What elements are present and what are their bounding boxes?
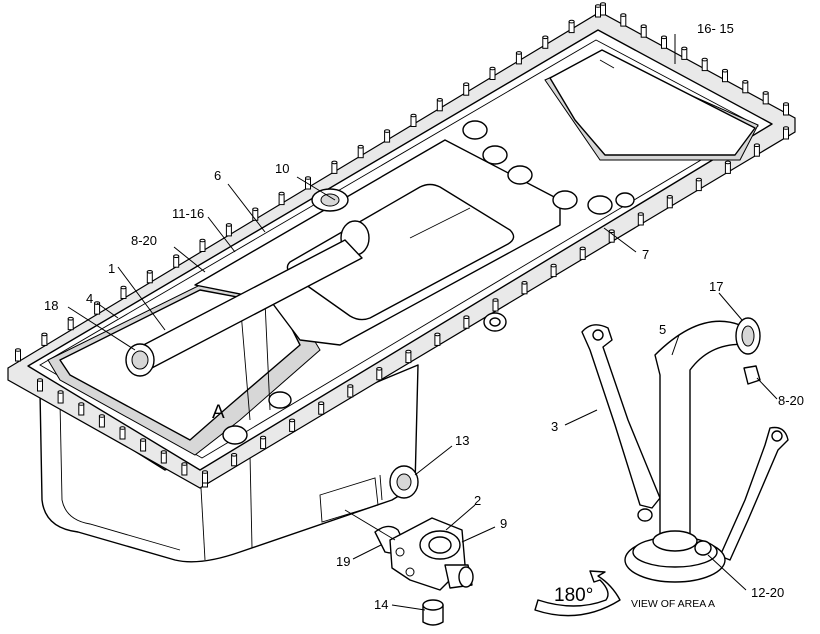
flange-stud-top [637,212,644,216]
callout-18: 18 [44,298,58,313]
flange-stud-top [347,384,354,388]
flange-stud-top [463,315,470,320]
flange-stud-top [701,57,708,62]
flange-stud-top [181,462,188,466]
callout-16: 16- 15 [697,21,734,36]
flange-stud-top [67,316,74,321]
flange-stud-top [568,19,575,24]
flange-stud-top [661,35,667,40]
flange-stud-top [278,191,285,196]
flange-stud-top [550,263,557,268]
flange-stud-top [78,402,85,406]
flange-studs [15,2,789,488]
flange-stud-top [783,102,789,106]
callout-8-lower: 8-20 [778,393,804,408]
callout-3: 3 [551,419,558,434]
callout-11: 11-16 [172,206,204,221]
flange-stud-top [666,195,673,199]
leader-lines [67,34,778,611]
flange-stud-top [595,4,601,8]
flange-stud-top [41,332,48,337]
oil-port [311,188,349,212]
flange-stud-top [252,207,259,212]
flange-stud-top [289,418,296,423]
flange-stud-top [376,367,383,371]
oil-pan-assembly [7,2,796,563]
drain-plug [389,465,419,499]
flange-stud-top [722,68,728,73]
rotation-arrow [534,570,621,617]
flange-stud-top [357,144,364,149]
flange-stud-top [695,177,702,182]
flange-stud-top [681,46,688,51]
callout-8-upper: 8-20 [131,233,157,248]
flange-stud-top [608,229,615,233]
callout-7: 7 [642,247,649,262]
flange-stud-top [515,51,522,55]
flange-stud-top [783,126,789,130]
support-bracket [581,324,789,561]
callout-17: 17 [709,279,723,294]
area-a-marker: A [212,402,225,423]
flange-stud-top [231,453,238,457]
flange-stud-top [436,98,443,102]
flange-stud-top [37,378,43,382]
flange-stud-top [384,129,391,133]
flange-stud-top [305,176,311,180]
flange-stud-top [202,470,208,474]
flange-stud-top [15,348,21,352]
flange-stud-top [724,160,731,165]
flange-stud-top [120,285,127,290]
flange-stud-top [542,35,549,40]
callout-13: 13 [455,433,469,448]
flange-stud-top [260,435,267,440]
flange-stud-top [173,254,180,259]
flange-stud-top [160,450,167,454]
flange-stud-top [640,24,647,29]
flange-stud-top [579,246,586,251]
callout-4: 4 [86,291,93,306]
callout-labels: 16- 15 10 6 11-16 8-20 1 4 18 7 17 5 8-2… [44,21,804,612]
callout-2: 2 [474,493,481,508]
valve-group [344,509,474,626]
flange-stud-top [331,160,338,165]
flange-stud-top [489,66,496,71]
rotation-label: 180° [554,585,593,606]
flange-stud-top [146,270,153,274]
flange-stud-top [742,80,749,84]
flange-stud-top [405,349,412,354]
flange-stud-top [620,13,627,17]
flange-stud-top [521,281,528,285]
view-caption: VIEW OF AREA A [631,598,715,610]
callout-9: 9 [500,516,507,531]
flange-stud-top [98,414,105,418]
flange-stud-top [600,2,606,6]
pan-bosses [222,120,635,445]
flange-stud-top [434,332,441,337]
flange-stud-top [762,91,769,95]
flange-stud-top [57,390,64,394]
flange-stud-top [463,82,470,86]
callout-1: 1 [108,261,115,276]
flange-stud-top [318,401,325,406]
flange-stud-top [199,238,206,243]
suction-pipe [624,317,761,583]
callout-6: 6 [214,168,221,183]
flange-stud-top [492,298,499,302]
callout-14: 14 [374,597,388,612]
callout-12: 12-20 [751,585,784,600]
flange-stud-top [410,113,417,118]
callout-19: 19 [336,554,350,569]
flange-stud-top [753,143,760,147]
suction-tube [125,239,363,377]
callout-5: 5 [659,322,666,337]
flange-stud-top [225,223,232,227]
flange-stud-top [140,438,147,442]
flange-stud-top [119,426,126,430]
callout-10: 10 [275,161,289,176]
